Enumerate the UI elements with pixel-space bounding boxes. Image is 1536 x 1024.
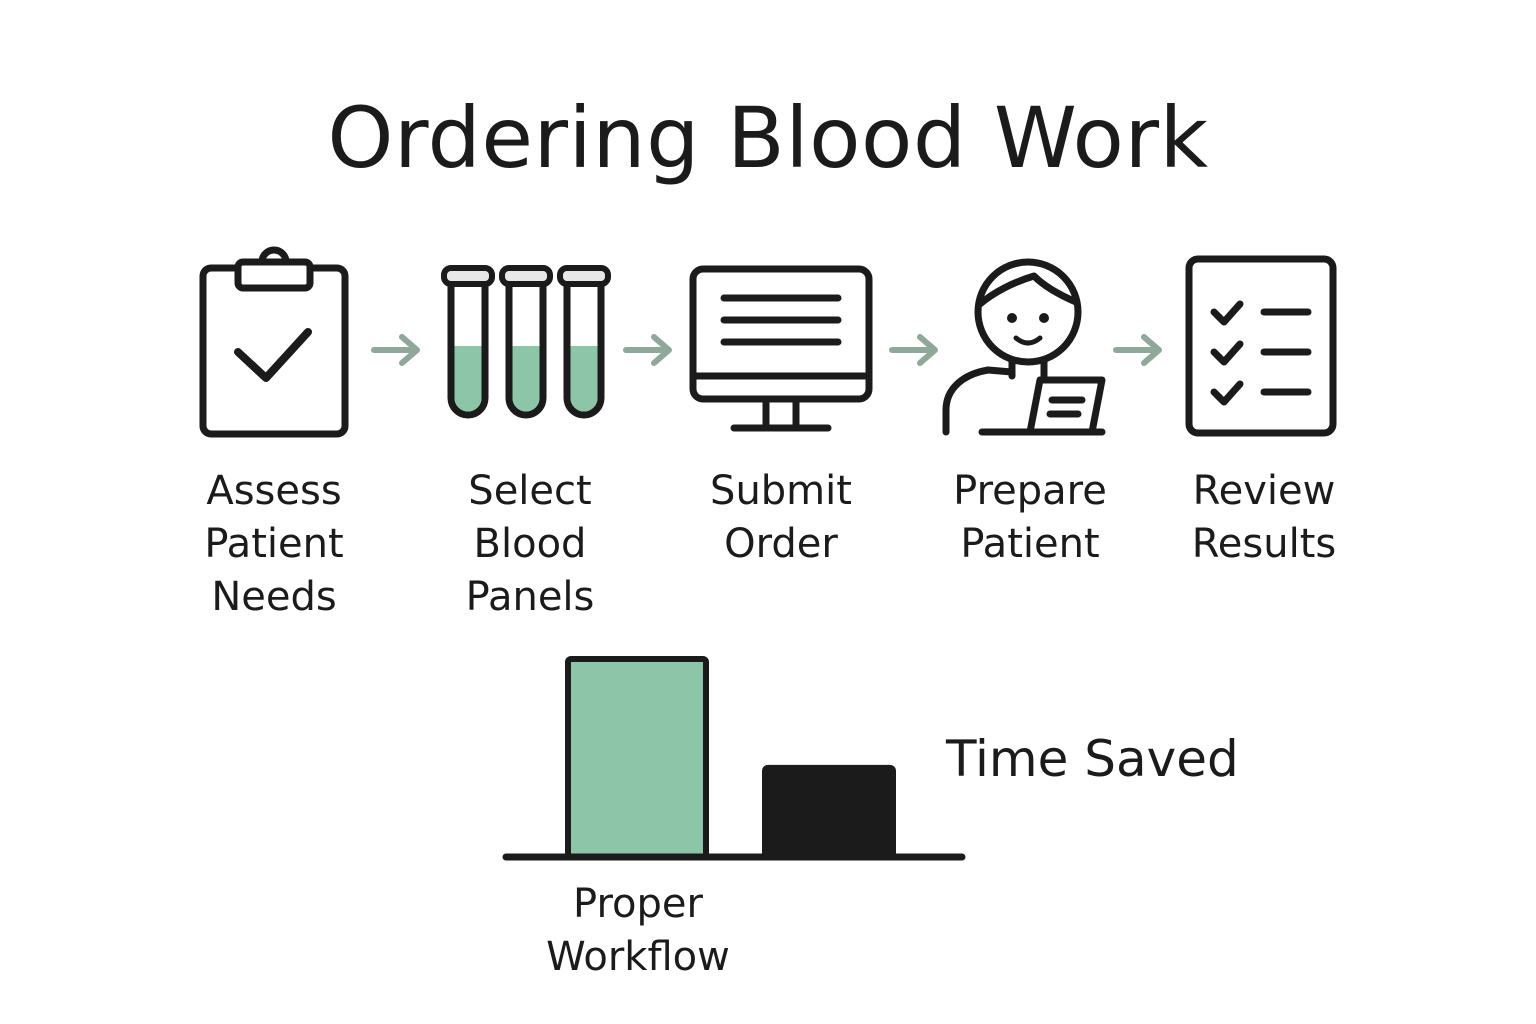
checklist-icon: [1185, 255, 1337, 437]
arrow-right-icon: [623, 334, 672, 366]
arrow-right-icon: [371, 334, 420, 366]
bar-comparison: [762, 764, 896, 860]
diagram-title: Ordering Blood Work: [327, 89, 1209, 187]
computer-monitor-icon: [689, 265, 873, 432]
clipboard-check-icon: [199, 246, 349, 438]
test-tubes-icon: [441, 265, 611, 419]
arrow-right-icon: [889, 334, 938, 366]
bar-proper-workflow: [565, 656, 709, 860]
person-laptop-icon: [942, 258, 1106, 436]
arrow-right-icon: [1113, 334, 1162, 366]
time-saved-bar-chart: [502, 656, 966, 861]
time-saved-annotation: Time Saved: [946, 730, 1239, 788]
